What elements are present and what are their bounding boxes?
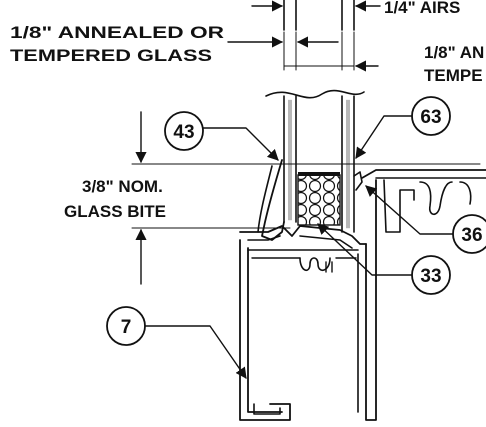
svg-text:63: 63: [420, 107, 441, 128]
callout-7: 7: [106, 306, 247, 379]
callout-43: 43: [164, 111, 279, 161]
callout-63: 63: [355, 96, 451, 159]
glass-right-label-line1: 1/8" AN: [424, 43, 484, 62]
glass-bite-label-line1: 3/8" NOM.: [82, 177, 163, 196]
right-gasket: [353, 171, 363, 191]
airspace-label: 1/4" AIRS: [384, 0, 460, 17]
svg-text:7: 7: [121, 317, 132, 338]
upper-glass-panes: [283, 0, 355, 31]
break-line: [265, 89, 365, 99]
glass-bite-label-line2: GLASS BITE: [64, 202, 166, 221]
frame-pocket: [239, 179, 377, 421]
left-glazing-bead: [257, 165, 273, 233]
svg-text:43: 43: [173, 122, 194, 143]
callout-36: 36: [365, 185, 486, 254]
svg-text:33: 33: [420, 266, 441, 287]
glass-thickness-dimension: [227, 31, 379, 72]
spacer-with-desiccant: [297, 172, 341, 226]
svg-text:36: 36: [461, 225, 482, 246]
glass-left-label-line2: TEMPERED GLASS: [10, 46, 212, 65]
glass-right-label-line2: TEMPE: [424, 66, 483, 85]
callout-33: 33: [317, 223, 451, 295]
left-gasket: [261, 159, 285, 241]
glass-left-label-line1: 1/8" ANNEALED OR: [10, 23, 224, 42]
right-frame-extension: [361, 169, 486, 233]
